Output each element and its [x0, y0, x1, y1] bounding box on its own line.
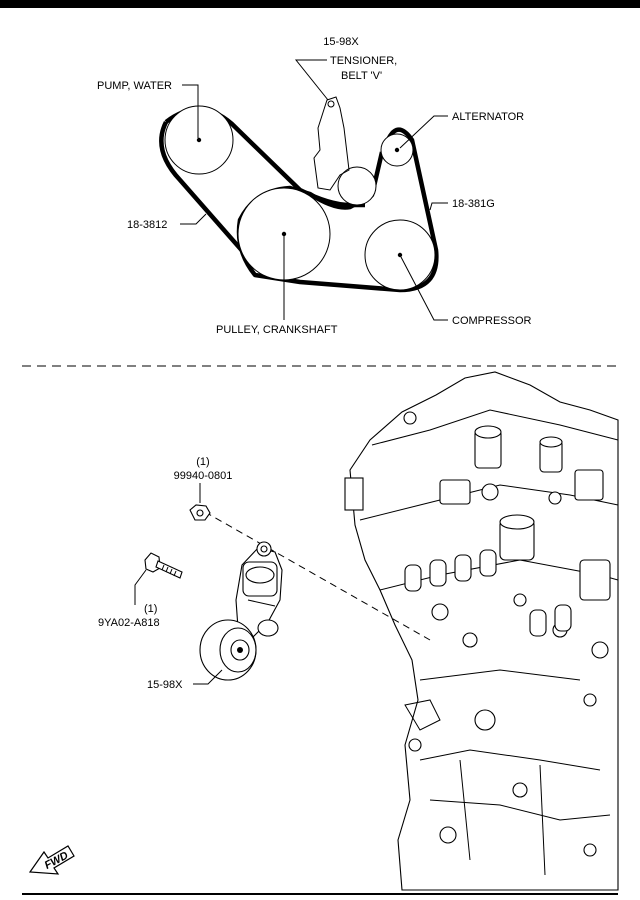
port-11	[512, 782, 528, 798]
nut-qty-label: (1)	[196, 456, 209, 468]
compressor-leader	[400, 256, 448, 321]
pump-center	[196, 137, 202, 143]
tensioner-assembly: 15-98X	[147, 541, 283, 691]
fwd-arrow-icon: FWD	[28, 845, 75, 875]
crank-center	[281, 231, 287, 237]
head-edge	[371, 409, 619, 446]
lower-boss	[404, 699, 441, 731]
port-6	[513, 593, 527, 607]
tensioner-name-line1: TENSIONER,	[330, 55, 397, 67]
head-boss-1	[439, 479, 471, 505]
flange-nut-part: (1) 99940-0801	[174, 456, 233, 521]
side-bracket	[344, 477, 364, 511]
tensioner-leader	[294, 59, 329, 101]
alternator-leader	[399, 115, 448, 149]
nut-code-label: 99940-0801	[174, 470, 233, 482]
head-boss-4	[579, 559, 611, 601]
cam-tower-2-top	[539, 436, 563, 448]
runner-2	[429, 559, 447, 587]
port-13	[439, 826, 457, 844]
belt-left-label: 18-3812	[127, 219, 167, 231]
pump-leader	[182, 84, 199, 138]
port-1	[403, 411, 417, 425]
bolt-code-label: 9YA02-A818	[98, 617, 160, 629]
tensioner-name-line2: BELT 'V'	[341, 70, 382, 82]
rib-4	[539, 764, 546, 876]
rib-1	[419, 749, 601, 771]
head-boss-3	[574, 469, 604, 501]
runner-3	[454, 554, 472, 582]
pump-label: PUMP, WATER	[97, 80, 172, 92]
bolt-qty-label: (1)	[144, 603, 157, 615]
compressor-center	[397, 252, 403, 258]
port-10	[474, 709, 496, 731]
alternator-center	[394, 147, 400, 153]
bolt-part: (1) 9YA02-A818	[98, 552, 183, 629]
assembly-code-label: 15-98X	[147, 679, 183, 691]
runner-1	[404, 564, 422, 592]
rib-2	[429, 799, 611, 821]
crankshaft-label: PULLEY, CRANKSHAFT	[216, 324, 338, 336]
port-9	[583, 693, 597, 707]
belt-right-label: 18-381G	[452, 198, 495, 210]
tensioner-code-label: 15-98X	[323, 36, 359, 48]
port-4	[431, 603, 449, 621]
tensioner-bracket-hole	[327, 100, 335, 108]
footer-rule	[22, 893, 618, 895]
port-3	[548, 491, 562, 505]
port-8	[591, 641, 609, 659]
rib-5	[419, 669, 581, 681]
cam-tower-1-top	[474, 425, 502, 439]
port-2	[481, 483, 499, 501]
assembly-leader	[193, 669, 223, 685]
runner-4	[479, 549, 497, 577]
port-5	[462, 632, 478, 648]
port-14	[583, 843, 597, 857]
runner-5	[529, 609, 547, 637]
head-boss-2-top	[499, 514, 535, 530]
engine-block-illustration	[344, 371, 619, 891]
alternator-label: ALTERNATOR	[452, 111, 524, 123]
runner-6	[554, 604, 572, 632]
compressor-label: COMPRESSOR	[452, 315, 532, 327]
belt-left-leader	[180, 213, 207, 225]
rib-3	[459, 759, 471, 861]
belt-18-3812-lower	[159, 120, 254, 264]
tensioner-bracket	[313, 96, 350, 191]
tensioner-pulley	[337, 166, 377, 206]
belt-right-leader	[429, 202, 448, 211]
port-12	[408, 738, 422, 752]
header-bar	[0, 0, 640, 8]
bolt-leader	[134, 569, 147, 605]
belt-routing-diagram: 15-98X TENSIONER, BELT 'V' PUMP, WATER A…	[97, 36, 532, 336]
fwd-label: FWD	[43, 850, 71, 872]
